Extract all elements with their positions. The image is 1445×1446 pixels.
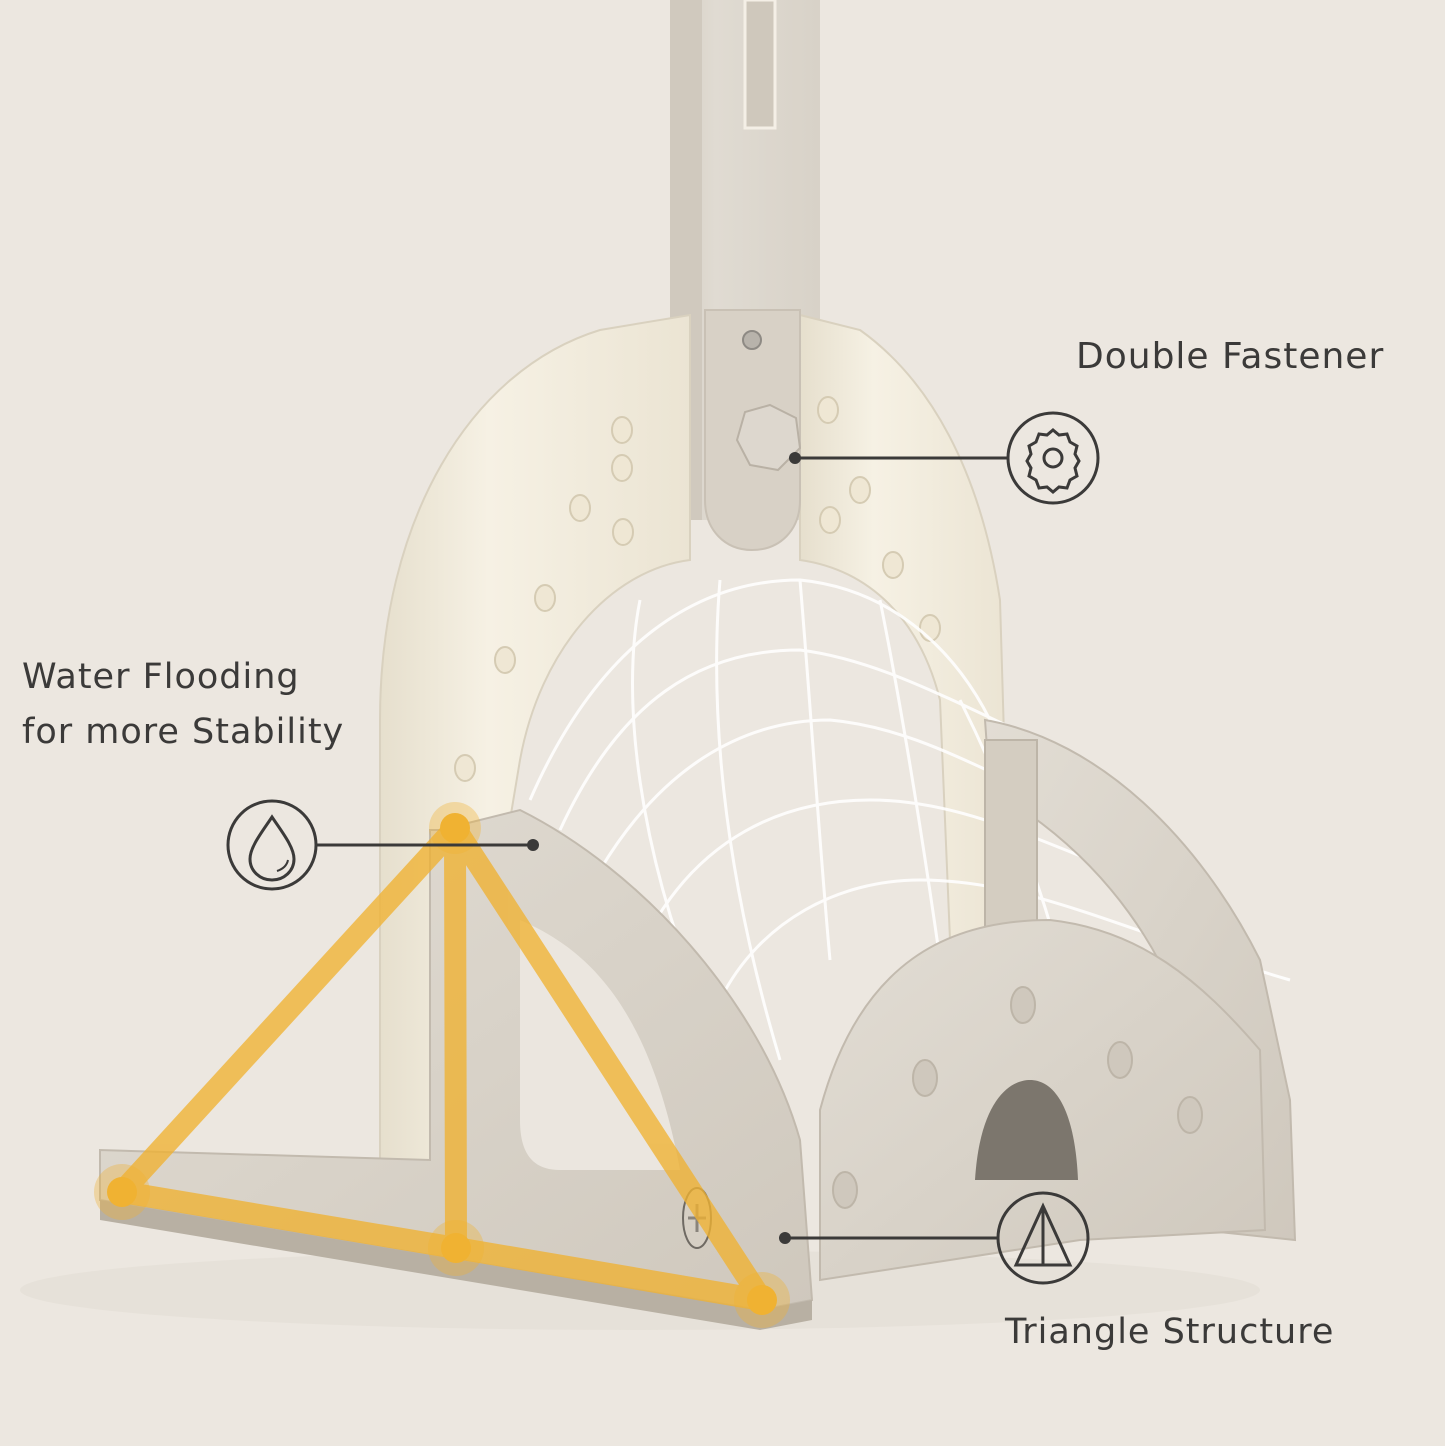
callout-water-flooding xyxy=(226,799,539,891)
connector-dot xyxy=(779,1232,791,1244)
icon-ring xyxy=(1006,411,1100,505)
feature-label-triangle-structure: Triangle Structure xyxy=(1005,1312,1335,1352)
bracket xyxy=(704,309,802,552)
connector-dot xyxy=(527,839,539,851)
icon-ring xyxy=(226,799,318,891)
connector-dot xyxy=(789,452,801,464)
triangle-icon xyxy=(1013,1202,1073,1267)
feature-label-line-1: Water Flooding xyxy=(22,657,300,697)
gear-icon xyxy=(1025,428,1081,494)
triangle-highlight xyxy=(111,817,773,1311)
grey-base-front xyxy=(819,918,1267,1282)
feature-label-water-flooding: Water Flooding for more Stability xyxy=(22,650,344,760)
callout-triangle-structure xyxy=(779,1191,1090,1285)
triangle-vertices xyxy=(94,802,790,1328)
callout-double-fastener xyxy=(789,411,1100,505)
water-drop-icon xyxy=(248,814,296,882)
icon-ring xyxy=(996,1191,1090,1285)
feature-label-line-2: for more Stability xyxy=(22,712,345,752)
feature-label-double-fastener: Double Fastener xyxy=(1076,336,1385,377)
